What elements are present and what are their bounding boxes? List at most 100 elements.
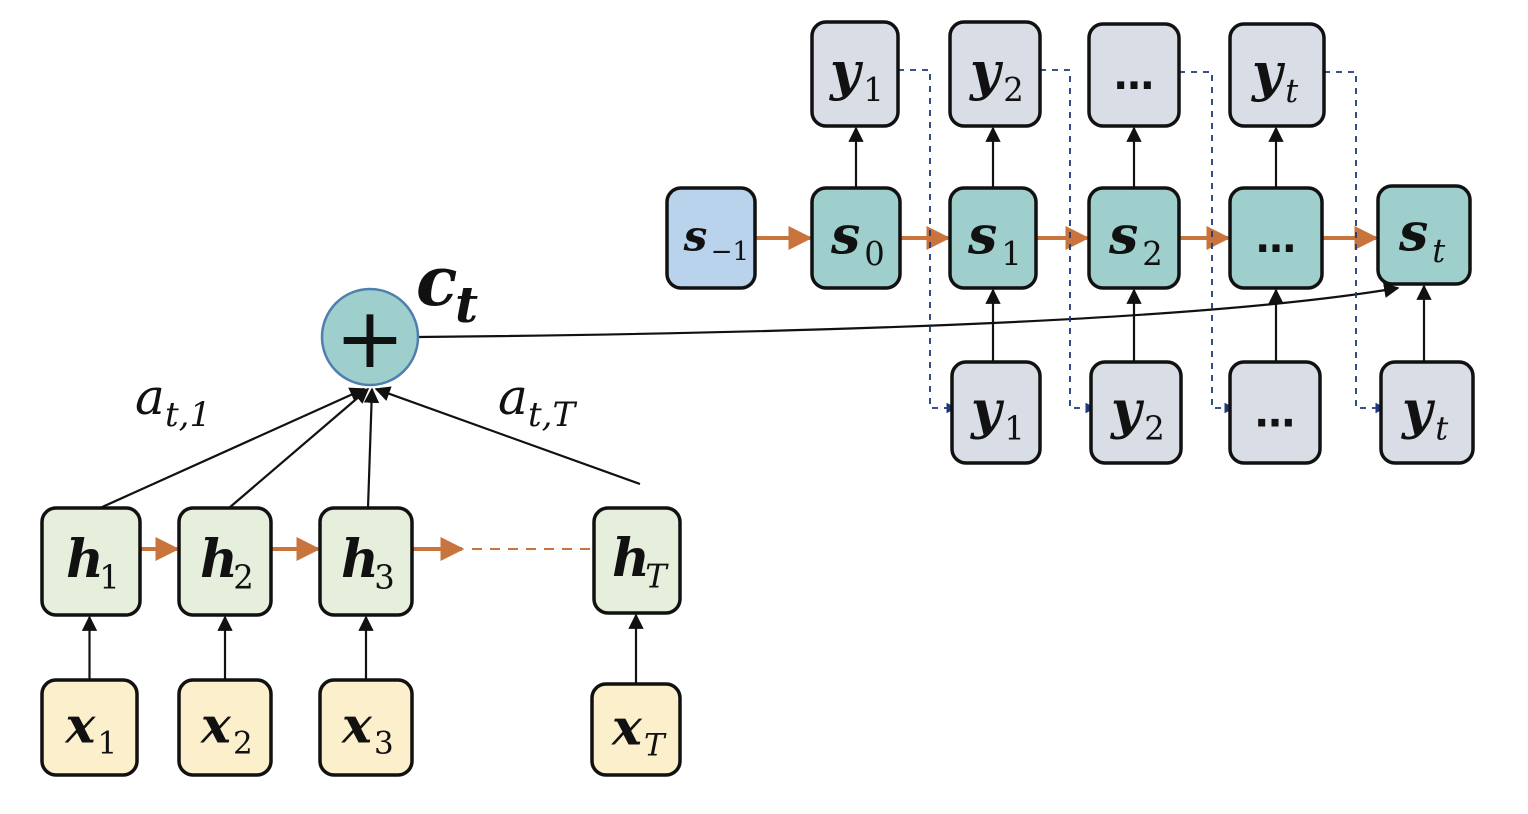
edges-layer	[81, 69, 1432, 684]
encoder-box	[177, 506, 273, 617]
outputs_bottom-subscript: t	[1435, 410, 1448, 448]
attention-weight-subscript: t,1	[165, 395, 211, 435]
inputs-symbol: x	[64, 696, 96, 755]
encoder-box	[40, 506, 142, 617]
outputs_top-subscript: 2	[1003, 71, 1024, 109]
outputs_top-subscript: t	[1285, 72, 1298, 110]
encoder-box	[592, 506, 682, 615]
outputs_bottom-box	[1379, 360, 1475, 465]
inputs-box	[318, 678, 414, 777]
outputs_top-symbol: y	[1251, 43, 1286, 104]
decoder_states-subscript: 1	[1001, 235, 1022, 273]
decoder_states-symbol: s	[1108, 206, 1138, 267]
inputs-symbol: x	[200, 696, 232, 755]
outputs_bottom-label: …	[1255, 391, 1295, 437]
output-feedback-dashed	[1040, 69, 1097, 414]
context-label: c	[416, 242, 457, 322]
attention-weight-arrow	[374, 386, 641, 486]
decoder_states-subscript: t	[1432, 232, 1445, 270]
attention-weight-label: a	[135, 368, 165, 426]
inputs-box	[177, 678, 273, 777]
encoder-node: hT	[592, 506, 682, 615]
decoder_states-symbol: s	[1398, 203, 1428, 264]
outputs_bottom-subscript: 1	[1004, 410, 1025, 448]
combiner-circle	[320, 287, 420, 387]
output-feedback-dashed	[1324, 71, 1387, 414]
encoder-box	[318, 506, 414, 617]
decoder_states-box	[948, 186, 1038, 290]
outputs_bottom-symbol: y	[1110, 380, 1145, 441]
context-to-state-arrow	[417, 282, 1400, 339]
outputs_top-label: …	[1114, 53, 1154, 99]
outputs_bottom-node: …	[1228, 360, 1322, 465]
decoder_states-symbol: s	[967, 206, 997, 267]
inputs-symbol: x	[611, 698, 643, 757]
encoder-node: h3	[318, 506, 414, 617]
outputs_top-subscript: 1	[863, 71, 884, 109]
outputs_bottom-box	[950, 360, 1042, 465]
decoder_states-subscript: −1	[711, 237, 749, 267]
inputs-box	[40, 678, 139, 777]
plus-icon: +	[335, 289, 405, 387]
outputs_top-box	[810, 20, 900, 128]
decoder_states-label: …	[1256, 216, 1296, 262]
encoder-symbol: h	[612, 528, 650, 589]
encoder-node: h1	[40, 506, 142, 617]
outputs_bottom-box	[1228, 360, 1322, 465]
encoder-symbol: h	[66, 529, 104, 590]
decoder_states-symbol: s	[830, 206, 860, 267]
encoder-symbol: h	[200, 529, 238, 590]
outputs_top-box	[1087, 22, 1181, 128]
attention-weight-arrow	[363, 387, 380, 509]
inputs-subscript: 2	[233, 726, 253, 762]
decoder_states-box	[1376, 184, 1472, 286]
inputs-subscript: 1	[97, 726, 117, 762]
outputs_top-symbol: y	[829, 42, 864, 103]
decoder_states-box	[1087, 186, 1181, 290]
decoder_states-box	[810, 186, 902, 290]
outputs_top-symbol: y	[969, 42, 1004, 103]
inputs-subscript: T	[644, 728, 667, 764]
decoder_states-subscript: 0	[864, 235, 885, 273]
encoder-symbol: h	[341, 529, 379, 590]
decoder_states-node: …	[1228, 186, 1324, 290]
decoder_states-box	[665, 186, 757, 290]
output-feedback-dashed	[898, 69, 958, 414]
attention-weight-subscript: t,T	[528, 395, 577, 435]
outputs_top-box	[1228, 22, 1326, 128]
outputs_top-box	[948, 20, 1042, 128]
encoder-node: h2	[177, 506, 273, 617]
encoder-subscript: 3	[374, 559, 395, 597]
encoder-subscript: T	[645, 558, 669, 596]
outputs_top-node: …	[1087, 22, 1181, 128]
encoder-subscript: 1	[99, 559, 120, 597]
decoder_states-box	[1228, 186, 1324, 290]
attention-weight-label: a	[498, 368, 528, 426]
inputs-subscript: 3	[374, 726, 394, 762]
decoder_states-symbol: s	[683, 212, 708, 261]
outputs_bottom-box	[1089, 360, 1183, 465]
outputs_bottom-symbol: y	[970, 380, 1005, 441]
decoder_states-subscript: 2	[1142, 235, 1163, 273]
output-feedback-dashed	[1179, 71, 1236, 414]
context-subscript: t	[455, 275, 478, 334]
inputs-symbol: x	[341, 696, 373, 755]
encoder-subscript: 2	[233, 559, 254, 597]
inputs-box	[590, 682, 682, 777]
attention-weight-arrow	[99, 387, 366, 510]
